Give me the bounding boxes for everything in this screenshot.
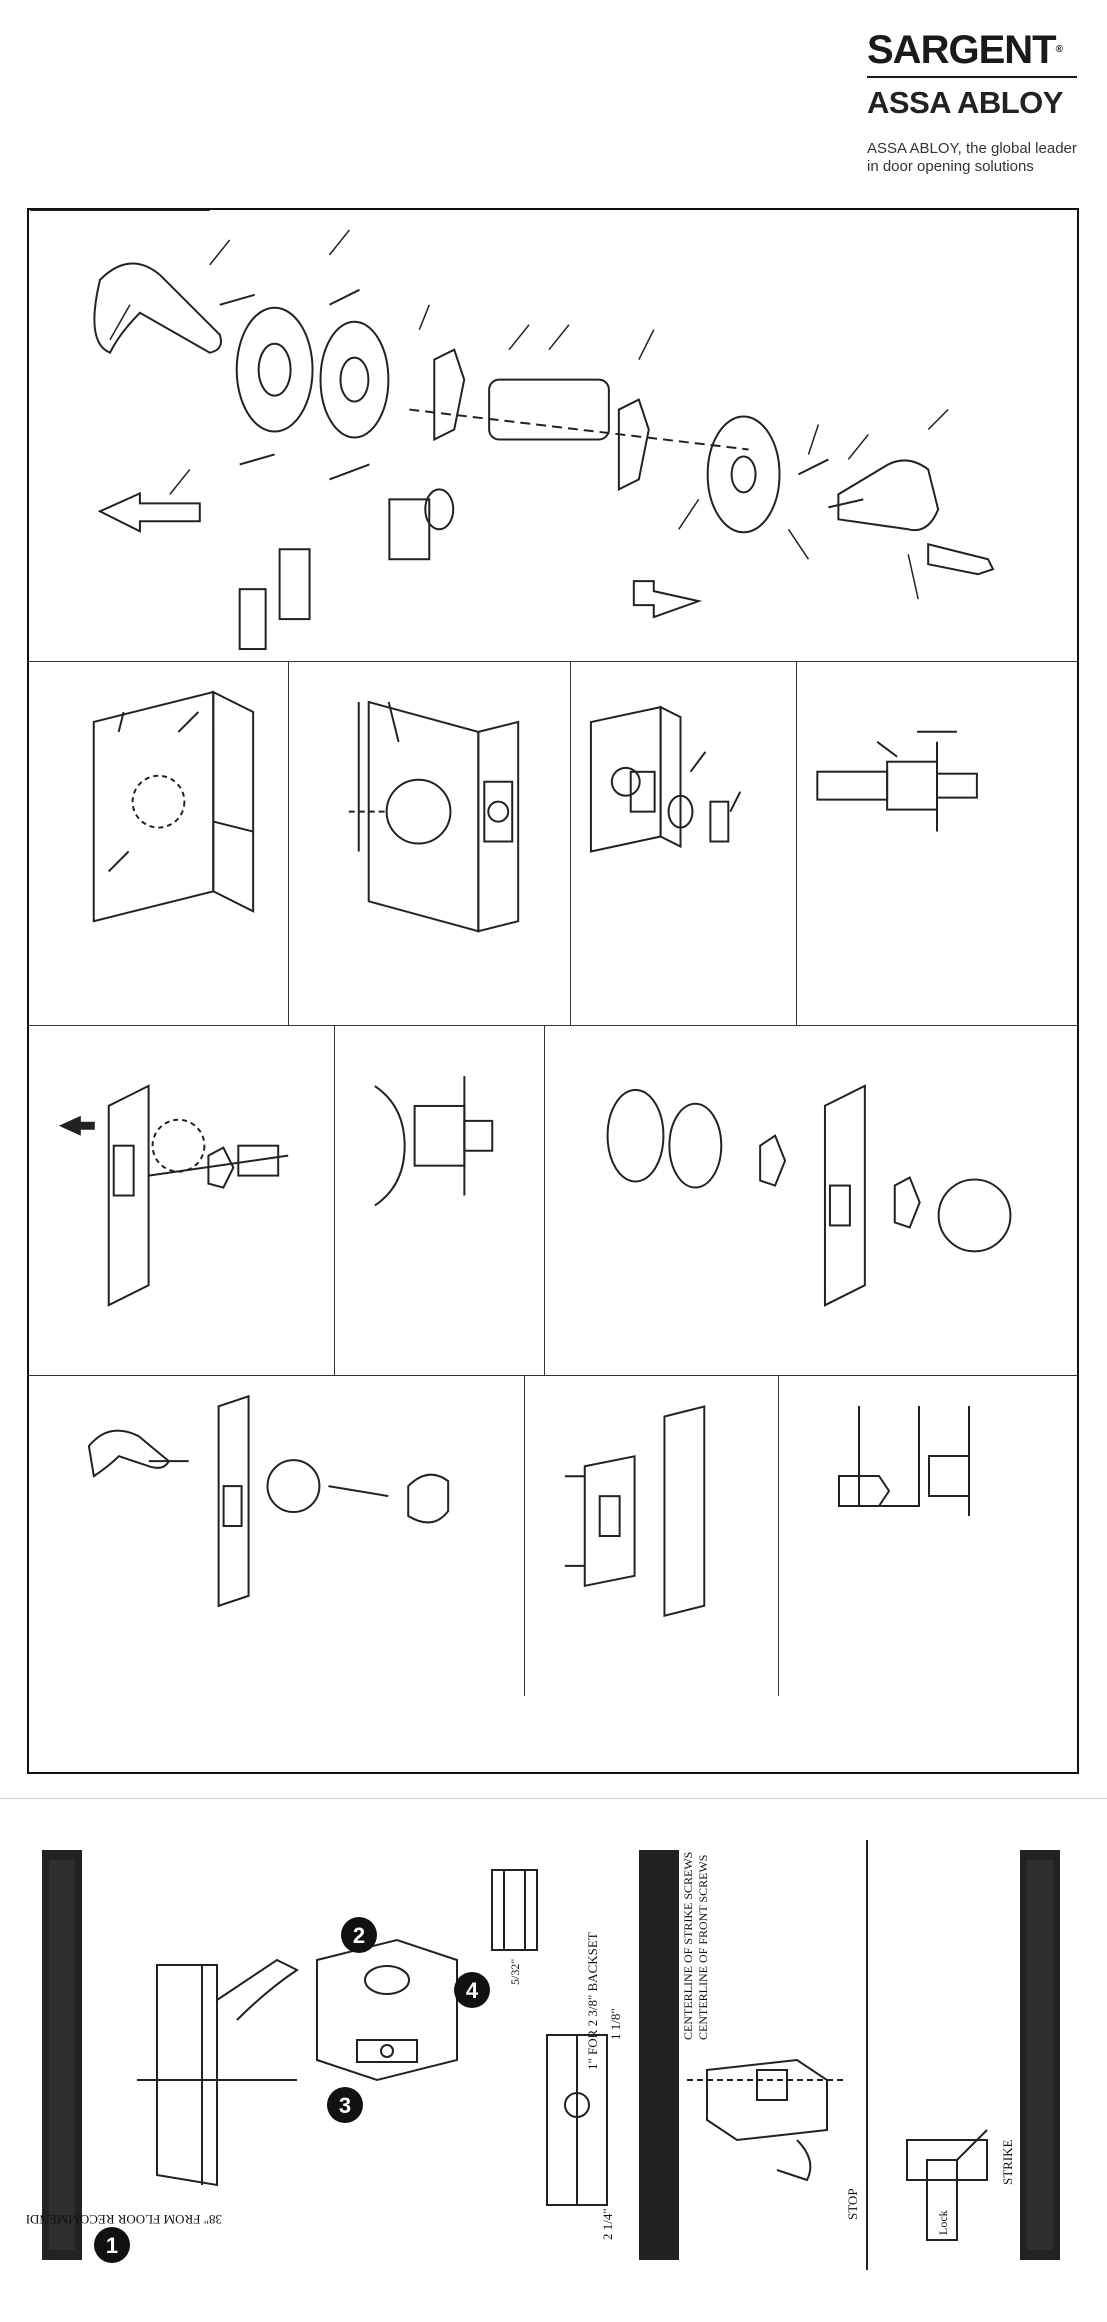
step-panel-chassis-install xyxy=(29,1026,335,1376)
latch-drawing xyxy=(589,705,742,853)
door-mark-drawing xyxy=(92,690,255,923)
dim-5-32: 5/32" xyxy=(508,1959,522,1985)
dim-1-1-8: 1 1/8" xyxy=(608,2008,623,2040)
step-panel-bore xyxy=(289,662,571,1026)
svg-text:4: 4 xyxy=(466,1978,479,2003)
template-instructions-drawing: 1 38" FROM FLOOR RECOMMENDED HEIGHT 2 3 xyxy=(27,1840,1060,2270)
instruction-frame xyxy=(27,208,1079,1774)
stop-label: STOP xyxy=(845,2188,860,2220)
backset-label: 1" FOR 2 3/8" BACKSET xyxy=(585,1932,600,2070)
spindle-drawing xyxy=(816,730,978,832)
template-instructions: 1 38" FROM FLOOR RECOMMENDED HEIGHT 2 3 xyxy=(27,1840,1079,2270)
step-panel-latch xyxy=(571,662,797,1026)
step-4-marker: 4 xyxy=(454,1972,490,2008)
key-test-drawing xyxy=(838,1406,970,1516)
step-panel-door-mark xyxy=(29,662,289,1026)
step-panel-key-test xyxy=(779,1376,1077,1696)
chassis-install-drawing xyxy=(58,1084,289,1307)
rose-install-drawing xyxy=(606,1084,1012,1307)
lock-label: Lock xyxy=(936,2210,950,2235)
latch-detail-drawing xyxy=(374,1076,494,1207)
step-1-marker: 1 xyxy=(94,2227,130,2263)
dim-2-1-4: 2 1/4" xyxy=(600,2208,615,2240)
svg-text:1: 1 xyxy=(106,2233,118,2258)
exploded-view-drawing xyxy=(30,210,995,651)
step-panel-rose-install xyxy=(545,1026,1077,1376)
tagline: ASSA ABLOY, the global leader in door op… xyxy=(867,140,1077,175)
left-arrow-icon xyxy=(97,491,201,533)
front-screws-label: CENTERLINE OF FRONT SCREWS xyxy=(696,1855,710,2040)
exploded-view-panel xyxy=(29,210,1077,662)
svg-text:2: 2 xyxy=(353,1923,365,1948)
step-2-marker: 2 xyxy=(341,1917,377,1953)
svg-text:3: 3 xyxy=(339,2093,351,2118)
lever-install-drawing xyxy=(87,1394,450,1608)
sargent-logo: SARGENT® xyxy=(867,28,1063,72)
bore-drawing xyxy=(348,700,520,933)
middle-black-bar xyxy=(639,1850,679,2260)
strike-screws-label: CENTERLINE OF STRIKE SCREWS xyxy=(681,1852,695,2040)
pointer-arrow-icon xyxy=(58,1115,95,1136)
strike-drawing xyxy=(564,1405,706,1617)
step-panel-strike xyxy=(525,1376,779,1696)
step-panel-latch-detail xyxy=(335,1026,545,1376)
strike-label: STRIKE xyxy=(1000,2139,1015,2185)
section-divider xyxy=(0,1798,1107,1799)
right-arrow-icon xyxy=(632,580,703,619)
step-panel-lever-install xyxy=(29,1376,525,1696)
logo-rule xyxy=(867,76,1077,78)
step-3-marker: 3 xyxy=(327,2087,363,2123)
step-panel-spindle xyxy=(797,662,1077,1026)
brand-block: SARGENT® ASSA ABLOY ASSA ABLOY, the glob… xyxy=(867,28,1077,176)
assa-abloy-logo: ASSA ABLOY xyxy=(867,85,1063,120)
height-label: 38" FROM FLOOR RECOMMENDED HEIGHT xyxy=(27,2212,222,2227)
